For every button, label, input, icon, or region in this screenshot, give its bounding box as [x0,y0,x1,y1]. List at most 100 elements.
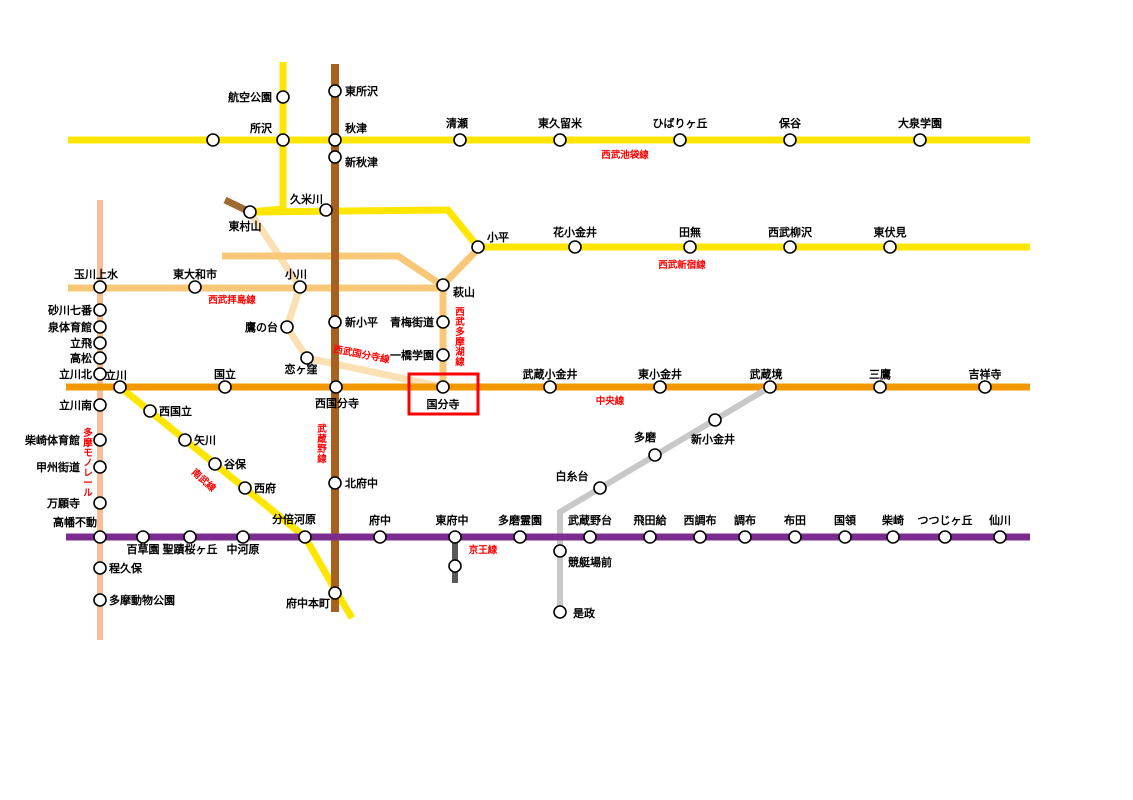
station-label-花小金井: 花小金井 [553,225,597,239]
station-新小平 [328,315,342,329]
station-恋ヶ窪 [300,351,314,365]
station-北府中 [328,476,342,490]
station-国立 [218,380,232,394]
station-高松 [93,351,107,365]
station-label-武蔵境: 武蔵境 [750,367,783,381]
station-吉祥寺 [978,380,992,394]
station-label-東所沢: 東所沢 [345,84,379,98]
station-鷹の台 [280,320,294,334]
station-武蔵境 [763,380,777,394]
station-柴崎体育館 [93,433,107,447]
station-航空公園 [276,90,290,104]
station-多磨霊園 [513,530,527,544]
station-label-高松: 高松 [70,351,92,365]
station-秋津 [328,133,342,147]
station-西国立 [143,404,157,418]
station-小川 [293,280,307,294]
station-label-北府中: 北府中 [345,476,378,490]
station-label-小平: 小平 [486,230,509,244]
station-label-程久保: 程久保 [109,561,143,575]
station-萩山 [436,278,450,292]
station-競艇場前 [553,544,567,558]
station-西府 [238,481,252,495]
station-府中 [373,530,387,544]
station-unnamed [448,559,462,573]
station-label-小川: 小川 [284,267,307,281]
line-name-label: 西武池袋線 [601,149,649,161]
station-つつじヶ丘 [938,530,952,544]
station-東府中 [448,530,462,544]
station-label-恋ヶ窪: 恋ヶ窪 [285,362,318,376]
station-label-萩山: 萩山 [452,285,475,299]
station-調布 [738,530,752,544]
station-label-東小金井: 東小金井 [638,367,682,381]
station-谷保 [208,457,222,471]
station-所沢 [276,133,290,147]
station-label-泉体育館: 泉体育館 [47,320,92,334]
station-西調布 [693,530,707,544]
station-ひばりヶ丘 [673,133,687,147]
station-label-清瀬: 清瀬 [446,116,468,130]
station-label-立川南: 立川南 [59,398,92,412]
station-label-国領: 国領 [834,513,857,527]
station-label-府中: 府中 [369,513,391,527]
nambu-line [117,384,356,620]
station-新秋津 [328,150,342,164]
station-label-東大和市: 東大和市 [173,267,217,281]
station-白糸台 [593,481,607,495]
station-label-調布: 調布 [734,513,756,527]
station-label-分倍河原: 分倍河原 [272,512,316,526]
station-label-東久留米: 東久留米 [538,116,583,130]
station-label-青梅街道: 青梅街道 [390,315,434,329]
line-name-label: 武蔵野線 [317,423,327,465]
station-label-聖蹟桜ヶ丘: 聖蹟桜ヶ丘 [163,542,218,556]
station-label-立川: 立川 [105,368,127,382]
station-label-ひばりヶ丘: ひばりヶ丘 [653,116,708,130]
station-武蔵野台 [583,530,597,544]
station-一橋学園 [436,348,450,362]
station-三鷹 [873,380,887,394]
station-西国分寺 [329,380,343,394]
station-label-武蔵小金井: 武蔵小金井 [523,367,578,381]
station-label-新小平: 新小平 [345,315,378,329]
station-青梅街道 [436,315,450,329]
station-label-万願寺: 万願寺 [46,496,80,510]
station-label-是政: 是政 [572,606,596,620]
station-布田 [788,530,802,544]
station-label-高幡不動: 高幡不動 [53,515,97,529]
station-label-一橋学園: 一橋学園 [390,348,434,362]
highlight-box-国分寺 [407,372,480,416]
station-label-三鷹: 三鷹 [869,367,891,381]
station-是政 [553,605,567,619]
station-label-甲州街道: 甲州街道 [36,460,80,474]
station-府中本町 [328,586,342,600]
station-清瀬 [453,133,467,147]
line-name-label: 西武拝島線 [208,294,256,306]
station-東小金井 [653,380,667,394]
station-label-東村山: 東村山 [229,219,262,233]
station-国領 [838,530,852,544]
line-name-label: 多摩モノレール [83,427,93,499]
station-label-多摩動物公園: 多摩動物公園 [109,593,175,607]
station-砂川七番 [93,303,107,317]
station-東伏見 [883,240,897,254]
station-label-矢川: 矢川 [194,433,216,447]
line-name-label: 中央線 [596,395,625,407]
station-泉体育館 [93,320,107,334]
station-矢川 [178,433,192,447]
station-仙川 [993,530,1007,544]
station-label-玉川上水: 玉川上水 [74,267,119,281]
station-高幡不動 [93,530,107,544]
station-東大和市 [188,280,202,294]
station-東村山 [243,205,257,219]
station-label-立飛: 立飛 [70,336,92,350]
station-label-柴崎体育館: 柴崎体育館 [24,433,80,447]
station-甲州街道 [93,460,107,474]
station-label-秋津: 秋津 [345,121,367,135]
station-程久保 [93,561,107,575]
station-label-吉祥寺: 吉祥寺 [969,367,1002,381]
station-label-百草園: 百草園 [127,542,160,556]
station-飛田給 [643,530,657,544]
